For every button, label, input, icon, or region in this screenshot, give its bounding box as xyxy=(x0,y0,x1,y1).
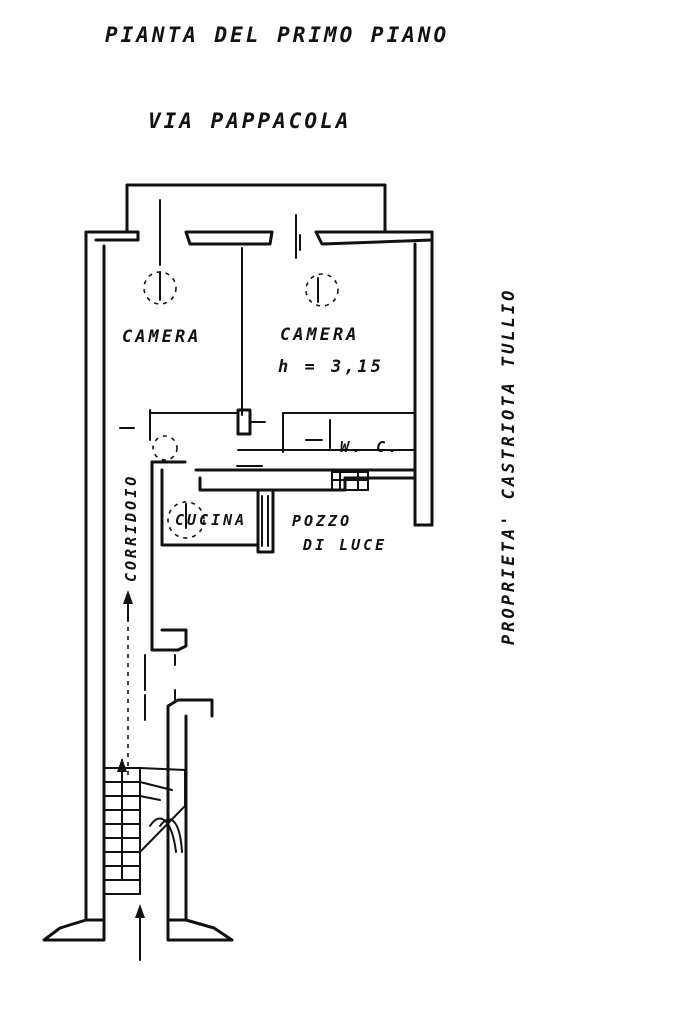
up-arrow-icon xyxy=(123,590,133,604)
room-label-wc: W. C. xyxy=(340,438,400,456)
pozzo-window xyxy=(331,471,369,491)
stair-up-arrow-icon xyxy=(117,758,127,772)
entrance-arrow-icon xyxy=(135,904,145,918)
corridor-arrows xyxy=(123,590,176,780)
room-label-pozzo-1: POZZO xyxy=(292,512,352,530)
stair-walls xyxy=(166,698,214,922)
room-height-label: h = 3,15 xyxy=(278,357,384,377)
window-sills xyxy=(86,230,434,246)
ceiling-light-icons xyxy=(143,199,339,539)
room-label-pozzo-2: DI LUCE xyxy=(302,536,387,554)
staircase xyxy=(103,758,186,895)
wc-walls xyxy=(236,439,416,467)
room-label-corridoio: CORRIDOIO xyxy=(122,474,140,582)
plan-title: PIANTA DEL PRIMO PIANO xyxy=(105,23,449,47)
kitchen-walls xyxy=(150,460,416,652)
street-label: VIA PAPPACOLA xyxy=(148,109,351,133)
left-outer-wall xyxy=(84,230,106,922)
camera-front-wall xyxy=(119,408,416,449)
right-outer-wall xyxy=(413,230,434,527)
entrance xyxy=(42,904,234,961)
room-label-cucina: CUCINA xyxy=(175,511,247,529)
balcony xyxy=(125,183,387,234)
room-label-camera-right: CAMERA xyxy=(280,325,359,345)
room-label-camera-left: CAMERA xyxy=(122,327,201,347)
camera-partition xyxy=(241,214,297,416)
ownership-note: PROPRIETA' CASTRIOTA TULLIO xyxy=(499,288,519,645)
